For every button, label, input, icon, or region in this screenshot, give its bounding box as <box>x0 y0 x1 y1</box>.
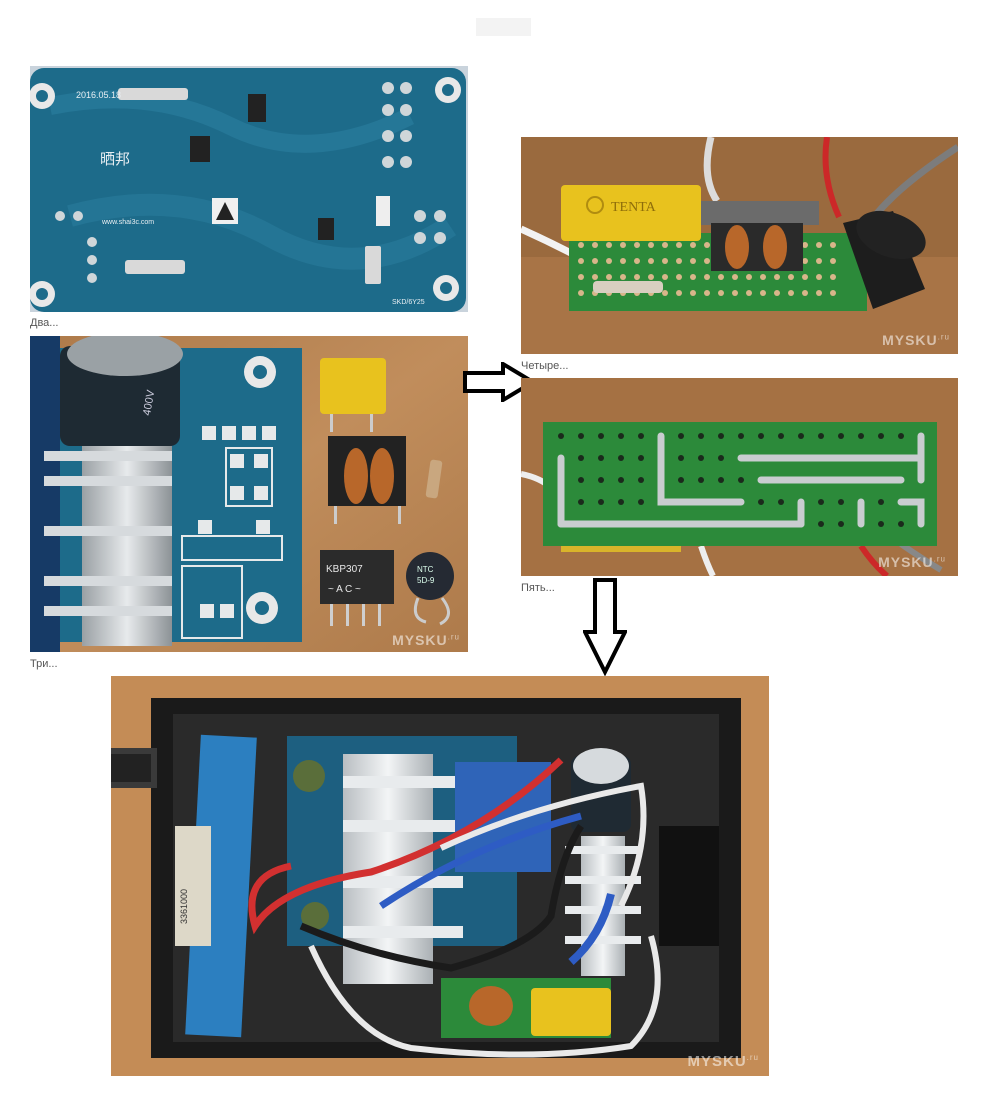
ntc-label: NTC <box>417 565 434 574</box>
pcb-model-text: SKD/6Y25 <box>392 299 425 306</box>
module-code-label: 3361000 <box>179 889 189 924</box>
watermark-photo-6: MYSKU.ru <box>687 1053 759 1070</box>
photo-protoboard-solder[interactable]: MYSKU.ru <box>521 378 958 576</box>
photo-components[interactable]: 400V <box>30 336 468 652</box>
pcb-brand-text: 晒邦 <box>100 150 130 168</box>
caption-photo-5: Пять... <box>521 582 555 594</box>
bridge-ac-label: ~ A C ~ <box>328 584 361 595</box>
photo-assembled-case[interactable]: 3361000 MYSKU.ru <box>111 676 769 1076</box>
components-image: 400V <box>30 336 468 652</box>
pcb-date-text: 2016.05.18 <box>76 90 121 100</box>
top-placeholder <box>476 18 531 36</box>
caption-photo-4: Четыре... <box>521 360 569 372</box>
arrow-down-icon <box>583 578 627 676</box>
watermark-photo-5: MYSKU.ru <box>878 554 946 570</box>
capacitor-brand-label: TENTA <box>611 200 657 215</box>
pcb-url-text: www.shai3c.com <box>101 219 154 226</box>
protoboard-top-image: TENTA <box>521 137 958 354</box>
watermark-photo-3: MYSKU.ru <box>392 632 460 648</box>
ntc-code: 5D-9 <box>417 576 435 585</box>
svg-text:400V: 400V <box>141 388 157 416</box>
photo-pcb-underside[interactable]: 2016.05.18 晒邦 www.shai3c.com SKD/6Y25 <box>30 66 468 312</box>
photo-protoboard-top[interactable]: TENTA MYSKU.ru <box>521 137 958 354</box>
pcb-underside-image: 2016.05.18 晒邦 www.shai3c.com SKD/6Y25 <box>30 66 468 312</box>
assembled-case-image: 3361000 <box>111 676 769 1076</box>
watermark-photo-4: MYSKU.ru <box>882 332 950 348</box>
bridge-label: KBP307 <box>326 564 363 575</box>
protoboard-solder-image <box>521 378 958 576</box>
caption-photo-3: Три... <box>30 658 58 670</box>
caption-photo-2: Два... <box>30 317 59 329</box>
arrow-right-icon <box>463 362 535 402</box>
